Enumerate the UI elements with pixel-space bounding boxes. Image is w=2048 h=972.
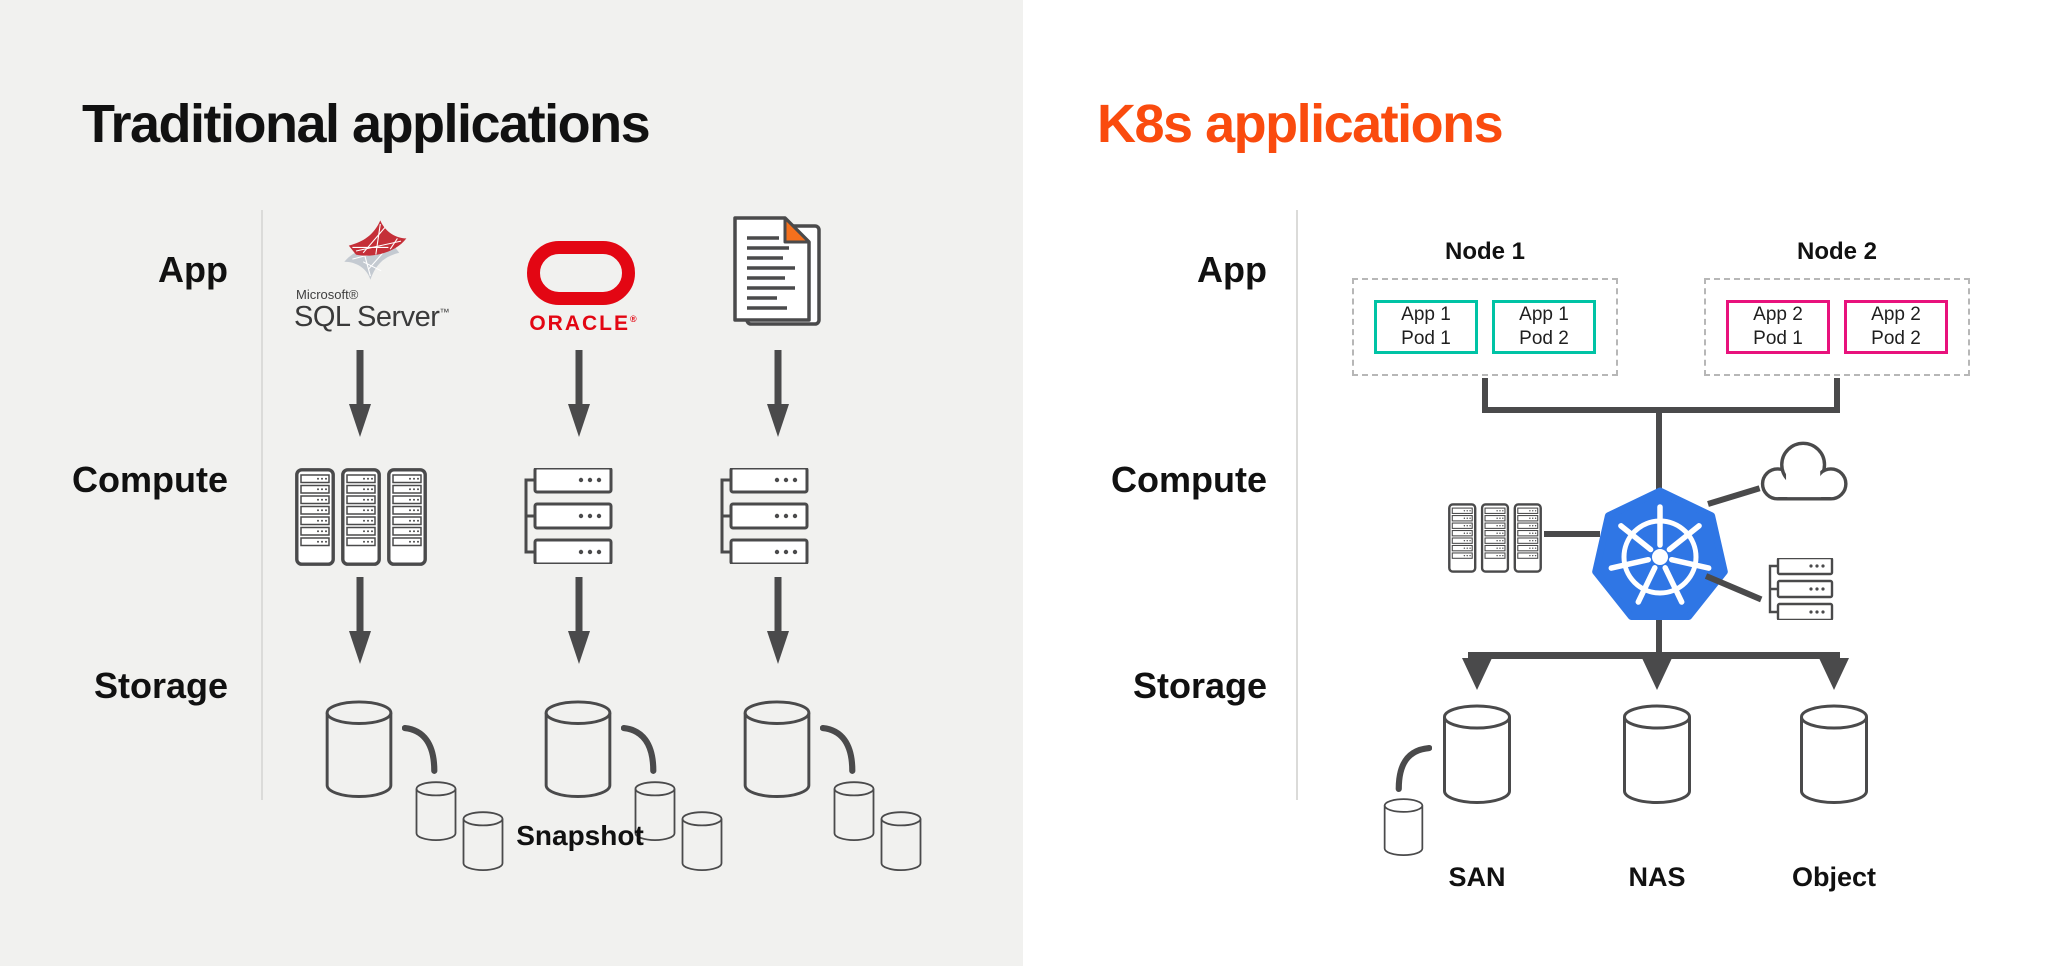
- oracle-wordmark: ORACLE®: [529, 312, 637, 335]
- right-row-label-compute: Compute: [1111, 459, 1267, 500]
- database-cylinder-icon: [324, 700, 394, 798]
- database-cylinder-small-icon: [880, 810, 922, 872]
- bus-to-k8s-line: [1656, 407, 1662, 492]
- arrow-down-icon: [566, 577, 592, 665]
- arrow-down-icon: [566, 350, 592, 438]
- storage-label-object: Object: [1791, 862, 1877, 892]
- storage-label-nas: NAS: [1628, 862, 1686, 892]
- pod-app2-pod2: App 2 Pod 2: [1844, 300, 1948, 354]
- snapshot-arc-icon: [402, 724, 440, 774]
- left-row-label-app: App: [158, 249, 228, 290]
- nas-cylinder-icon: [1622, 704, 1692, 804]
- oracle-logo: ORACLE®: [527, 241, 639, 336]
- snapshot-arc-icon: [1394, 744, 1432, 792]
- storage-label-san: SAN: [1448, 862, 1506, 892]
- snapshot-arc-icon: [621, 724, 659, 774]
- snapshot-arc-icon: [820, 724, 858, 774]
- right-row-label-app: App: [1197, 249, 1267, 290]
- sql-server-tm: ™: [439, 307, 449, 319]
- database-cylinder-small-icon: [833, 780, 875, 842]
- server-rack-icon: [295, 468, 427, 566]
- pod-app2-pod1: App 2 Pod 1: [1726, 300, 1830, 354]
- sql-server-brand-text: Microsoft®: [296, 287, 359, 302]
- database-cylinder-small-icon: [415, 780, 457, 842]
- cloud-icon: [1754, 436, 1848, 504]
- node-1-label: Node 1: [1444, 238, 1525, 265]
- oracle-ring-icon: [527, 241, 635, 305]
- left-divider-line: [261, 210, 263, 800]
- node-2-connector-stub: [1834, 378, 1840, 413]
- san-cylinder-icon: [1442, 704, 1512, 804]
- database-cylinder-icon: [742, 700, 812, 798]
- pod-app1-pod1: App 1 Pod 1: [1374, 300, 1478, 354]
- arrow-down-icon: [765, 350, 791, 438]
- arrow-down-icon: [765, 577, 791, 665]
- object-cylinder-icon: [1799, 704, 1869, 804]
- k8s-to-storage-line: [1656, 620, 1662, 656]
- node-1-box: App 1 Pod 1 App 1 Pod 2: [1352, 278, 1618, 376]
- storage-arrowhead-object: [1819, 658, 1849, 690]
- right-row-label-storage: Storage: [1132, 665, 1267, 706]
- left-title: Traditional applications: [82, 94, 651, 154]
- rack-to-k8s-line: [1544, 531, 1600, 537]
- storage-arrowhead-nas: [1642, 658, 1672, 690]
- sql-server-product-text: SQL Server™: [294, 301, 449, 333]
- server-rack-icon: [1448, 503, 1542, 573]
- database-cylinder-small-icon: [1382, 798, 1425, 856]
- sql-server-swoosh-icon: [338, 216, 410, 286]
- arrow-down-icon: [347, 350, 373, 438]
- node-2-box: App 2 Pod 1 App 2 Pod 2: [1704, 278, 1970, 376]
- server-stack-icon: [1766, 558, 1834, 620]
- server-stack-icon: [521, 468, 613, 564]
- right-divider-line: [1296, 210, 1298, 800]
- server-stack-icon: [717, 468, 809, 564]
- node-2-label: Node 2: [1796, 238, 1877, 265]
- left-row-label-compute: Compute: [72, 459, 228, 500]
- storage-arrowhead-san: [1462, 658, 1492, 690]
- pod-app1-pod2: App 1 Pod 2: [1492, 300, 1596, 354]
- database-cylinder-icon: [543, 700, 613, 798]
- right-title: K8s applications: [1097, 94, 1504, 154]
- node-1-connector-stub: [1482, 378, 1488, 413]
- arrow-down-icon: [347, 577, 373, 665]
- storage-bus-line: [1468, 652, 1840, 659]
- left-row-label-storage: Storage: [93, 665, 228, 706]
- snapshot-label: Snapshot: [516, 820, 644, 851]
- files-icon: [727, 216, 823, 328]
